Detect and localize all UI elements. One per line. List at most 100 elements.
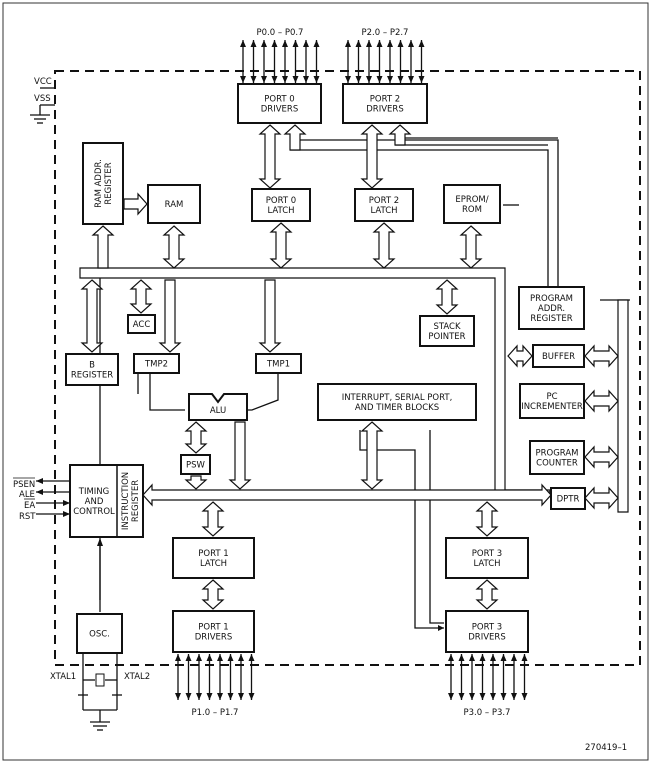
program-addr-register-label: REGISTER (530, 314, 572, 324)
arrowhead (36, 489, 43, 495)
pins-p1-label: P1.0 – P1.7 (192, 708, 239, 718)
port2-drivers-label: PORT 2 (370, 95, 400, 105)
pins-p3-label: P3.0 – P3.7 (464, 708, 511, 718)
pin-arrowhead (490, 654, 496, 661)
interrupt-blocks-label: INTERRUPT, SERIAL PORT, (342, 393, 453, 403)
buffer-block: BUFFER (532, 344, 585, 368)
program-counter-label: COUNTER (536, 459, 578, 469)
ea-label: EA (24, 501, 35, 511)
stack-pointer-label: STACK (433, 322, 461, 332)
pin-arrowhead (387, 40, 393, 47)
pin-arrowhead (469, 654, 475, 661)
signal-line (300, 139, 559, 287)
pin-arrowhead (271, 40, 278, 47)
program-addr-register-label: PROGRAM (530, 294, 573, 304)
ram-label: RAM (165, 200, 184, 210)
buffer-right-arrow (584, 344, 619, 368)
tmp2-block: TMP2 (133, 353, 180, 374)
pin-arrowhead (196, 693, 202, 700)
alu-bus-arrow (228, 421, 252, 490)
pin-arrowhead (376, 76, 383, 83)
pin-arrowhead (376, 40, 383, 47)
ale-label: ALE (19, 490, 35, 500)
pin-arrowhead (418, 40, 425, 47)
pin-arrowhead (303, 76, 309, 83)
xtal2-label: XTAL2 (124, 672, 150, 682)
pin-arrowhead (521, 693, 528, 700)
pin-arrowhead (217, 654, 223, 661)
port1-latch-arrow (201, 501, 225, 537)
psw-block: PSW (180, 454, 211, 475)
eprom-rom-block: EPROM/ROM (443, 184, 501, 224)
port0-address-line (290, 149, 549, 287)
rst-label: RST (19, 512, 36, 522)
port3-drivers-arrow (475, 579, 499, 610)
arrowhead (97, 538, 103, 546)
pin-arrowhead (185, 693, 192, 700)
b-register-label: REGISTER (71, 371, 113, 381)
figure-id: 270419–1 (585, 743, 627, 753)
pc-incrementer-arrow (584, 389, 619, 413)
instruction-register-label: INSTRUCTION (121, 472, 131, 530)
osc-block: OSC. (76, 613, 123, 654)
instruction-bus-arrow (142, 483, 552, 507)
pin-arrowhead (458, 693, 465, 700)
pin-arrowhead (408, 40, 414, 47)
psw-label: PSW (186, 461, 206, 471)
psen-label: PSEN (13, 480, 35, 490)
pin-arrowhead (238, 693, 244, 700)
dptr-label: DPTR (557, 495, 580, 505)
pin-arrowhead (366, 76, 372, 83)
pins-p2-label: P2.0 – P2.7 (362, 28, 409, 38)
port3-latch-label: PORT 3 (472, 549, 502, 559)
pin-arrowhead (185, 654, 192, 661)
eprom-bus-arrow (459, 225, 483, 269)
timing-control-label: AND (85, 497, 104, 507)
ram-addr-register-label: REGISTER (104, 162, 114, 204)
pin-arrowhead (271, 76, 278, 83)
pin-arrowhead (227, 693, 234, 700)
port0-latch-label: LATCH (267, 206, 294, 216)
pin-arrowhead (418, 76, 425, 83)
pin-arrowhead (355, 40, 362, 47)
arrowhead (36, 478, 43, 484)
pin-arrowhead (240, 40, 246, 47)
pin-arrowhead (448, 654, 454, 661)
pin-arrowhead (196, 654, 202, 661)
pin-arrowhead (500, 654, 507, 661)
port2-latch-label: PORT 2 (369, 196, 399, 206)
buffer-label: BUFFER (542, 352, 575, 362)
pin-arrowhead (521, 654, 528, 661)
pin-arrowhead (227, 654, 234, 661)
tmp2-arrow (158, 279, 182, 353)
pin-arrowhead (175, 693, 181, 700)
pin-arrowhead (366, 40, 372, 47)
pin-arrowhead (217, 693, 223, 700)
instruction-register-label: REGISTER (131, 480, 141, 522)
pin-arrowhead (345, 76, 351, 83)
pin-arrowhead (313, 40, 320, 47)
dptr-arrow (584, 486, 619, 510)
xtal1-label: XTAL1 (50, 672, 76, 682)
pin-arrowhead (238, 654, 244, 661)
interrupt-blocks-block: INTERRUPT, SERIAL PORT,AND TIMER BLOCKS (317, 383, 477, 421)
tmp1-arrow (258, 279, 282, 353)
acc-label: ACC (133, 320, 151, 330)
arrowhead (63, 500, 70, 506)
pc-incrementer-label: PC (546, 392, 557, 402)
buffer-left-arrow (507, 344, 533, 368)
alu-psw-arrow (184, 421, 208, 454)
port1-latch-label: PORT 1 (198, 549, 228, 559)
port1-drivers-label: PORT 1 (198, 623, 228, 633)
pin-arrowhead (250, 40, 257, 47)
tmp1-label: TMP1 (266, 360, 290, 370)
tmp1-block: TMP1 (255, 353, 302, 374)
